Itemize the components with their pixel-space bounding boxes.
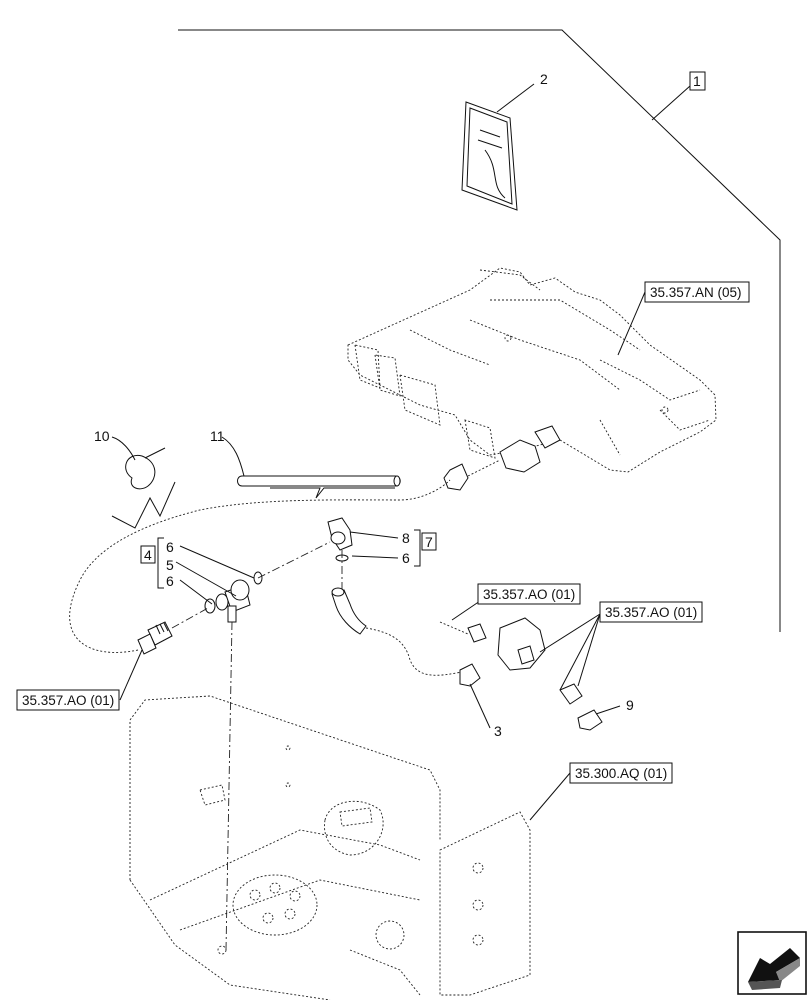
center-tube bbox=[331, 587, 463, 676]
callouts: 1 2 3 4 5 6 6 6 7 8 9 10 11 bbox=[94, 71, 706, 739]
bracket-4 bbox=[157, 537, 164, 589]
leader-lines bbox=[119, 291, 646, 821]
hose bbox=[221, 436, 401, 499]
callout-6b: 6 bbox=[166, 573, 174, 589]
callout-3: 3 bbox=[494, 723, 502, 739]
cable-tie bbox=[111, 436, 176, 529]
ref-fitting-upper-link[interactable]: 35.357.AO (01) bbox=[477, 583, 581, 605]
ref-fitting-right-text: 35.357.AO (01) bbox=[605, 605, 697, 620]
ref-fitting-upper-text: 35.357.AO (01) bbox=[483, 587, 575, 602]
left-fitting bbox=[137, 621, 173, 655]
kit-boundary bbox=[178, 29, 781, 632]
manual-document bbox=[461, 83, 535, 211]
right-fittings bbox=[439, 617, 621, 731]
ref-valve-block-text: 35.357.AN (05) bbox=[650, 285, 742, 300]
callout-1: 1 bbox=[693, 73, 701, 89]
callout-4: 4 bbox=[144, 547, 152, 563]
callout-box-7 bbox=[421, 532, 437, 551]
tank-structure bbox=[129, 695, 531, 1000]
elbow-fitting bbox=[327, 517, 353, 590]
callout-7: 7 bbox=[425, 534, 433, 550]
callout-box-1 bbox=[689, 71, 706, 91]
callout-10: 10 bbox=[94, 428, 110, 444]
ref-fitting-left-text: 35.357.AO (01) bbox=[22, 693, 114, 708]
callout-6a: 6 bbox=[166, 539, 174, 555]
ref-fitting-left-link[interactable]: 35.357.AO (01) bbox=[16, 689, 120, 711]
callout-8: 8 bbox=[402, 530, 410, 546]
callout-6c: 6 bbox=[402, 550, 410, 566]
back-arrow-icon[interactable] bbox=[737, 931, 807, 995]
tee-fitting bbox=[171, 541, 331, 951]
hose-route-left bbox=[69, 479, 451, 653]
block-fitting bbox=[443, 425, 561, 491]
bracket-7 bbox=[414, 529, 421, 567]
callout-2: 2 bbox=[540, 71, 548, 87]
ref-fitting-right-link[interactable]: 35.357.AO (01) bbox=[599, 601, 703, 623]
ref-tank-text: 35.300.AQ (01) bbox=[575, 766, 667, 781]
control-valve-block bbox=[347, 267, 717, 473]
callout-5: 5 bbox=[166, 557, 174, 573]
callout-box-4 bbox=[140, 545, 156, 564]
callout-9: 9 bbox=[626, 697, 634, 713]
reference-links: 35.357.AN (05) 35.357.AO (01) 35.357.AO … bbox=[16, 281, 750, 784]
callout-11: 11 bbox=[210, 428, 225, 444]
ref-tank-link[interactable]: 35.300.AQ (01) bbox=[569, 762, 673, 784]
ref-valve-block-link[interactable]: 35.357.AN (05) bbox=[644, 281, 750, 303]
